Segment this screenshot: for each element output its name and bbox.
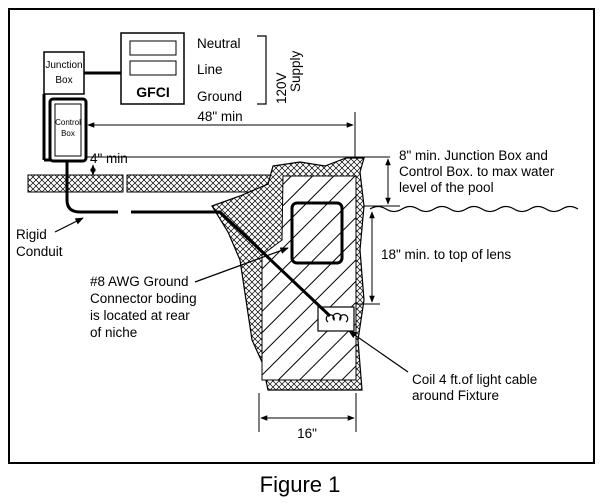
ground-connector-line-4: of niche xyxy=(90,325,137,340)
ground-connector-line-2: Connector boding xyxy=(90,291,197,306)
conduit-label-1: Rigid xyxy=(16,227,47,242)
width-dimension-label: 16" xyxy=(297,426,317,441)
height-note-line-3: level of the pool xyxy=(399,180,494,195)
height-note-line-1: 8" min. Junction Box and xyxy=(399,148,548,163)
ground-connector-line-3: is located at rear xyxy=(90,308,190,323)
junction-box-label-1: Junction xyxy=(45,60,82,71)
light-cable xyxy=(131,210,332,318)
coil-label-1: Coil 4 ft.of light cable xyxy=(412,372,537,387)
dimension-8-min: 8" min. Junction Box and Control Box. to… xyxy=(364,148,555,207)
lens-dimension-label: 18" min. to top of lens xyxy=(381,247,511,262)
coil-annotation: Coil 4 ft.of light cable around Fixture xyxy=(348,330,537,403)
ground-surface xyxy=(27,174,274,193)
ground-label: Ground xyxy=(197,89,242,104)
niche-box xyxy=(290,201,344,265)
voltage-label: 120V xyxy=(274,72,289,104)
dimension-4-label: 4" min xyxy=(90,151,128,166)
dimension-18-min: 18" min. to top of lens xyxy=(356,211,511,305)
control-box-label-2: Box xyxy=(61,129,75,138)
gfci-label: GFCI xyxy=(136,84,169,100)
supply-bracket xyxy=(257,35,267,105)
ground-connector-line-1: #8 AWG Ground xyxy=(90,274,189,289)
height-note-line-2: Control Box. to max water xyxy=(399,164,555,179)
control-box: Control Box xyxy=(48,97,88,163)
figure-frame xyxy=(8,8,595,464)
supply-labels: Neutral Line Ground 120V Supply xyxy=(197,35,303,105)
neutral-label: Neutral xyxy=(197,36,241,51)
ground-connector-annotation: #8 AWG Ground Connector boding is locate… xyxy=(90,247,289,340)
dimension-4-min: 4" min xyxy=(86,151,390,176)
control-box-label-1: Control xyxy=(55,118,81,127)
figure-caption: Figure 1 xyxy=(260,472,341,497)
dimension-16: 16" xyxy=(258,393,357,441)
junction-box-label-2: Box xyxy=(55,75,72,86)
water-surface xyxy=(369,205,579,213)
rigid-conduit xyxy=(65,162,118,214)
coil-label-2: around Fixture xyxy=(412,388,499,403)
junction-box: Junction Box xyxy=(43,51,85,95)
line-label: Line xyxy=(197,62,223,77)
gfci-outlet: GFCI xyxy=(120,32,185,105)
conduit-annotation: Rigid Conduit xyxy=(16,217,84,259)
dimension-48-label: 48" min xyxy=(197,109,242,124)
conduit-label-2: Conduit xyxy=(16,244,63,259)
dimension-48-min: 48" min xyxy=(85,109,356,160)
supply-word-label: Supply xyxy=(288,50,303,92)
